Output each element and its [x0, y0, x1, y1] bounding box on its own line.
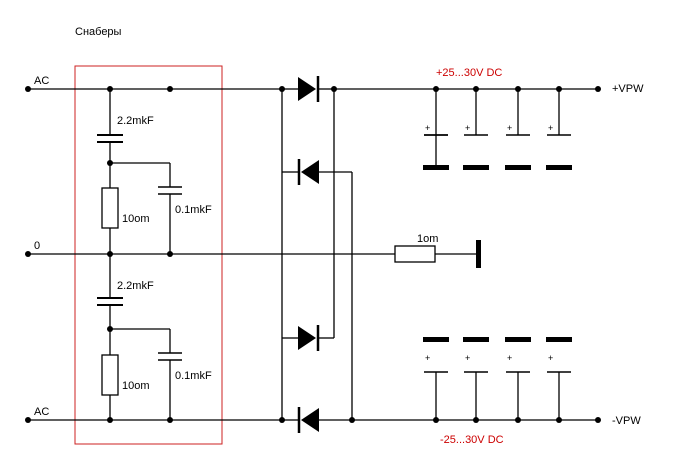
vpw-pos-label: +VPW [612, 83, 644, 95]
res-ground-label: 1om [417, 233, 438, 245]
neutral-line [25, 251, 395, 257]
plus-sign: + [548, 353, 553, 363]
snubber-bottom [97, 254, 182, 420]
ac-top-label: AC [34, 75, 49, 87]
resistor-bottom [101, 354, 119, 396]
negative-capacitor-bank [423, 337, 572, 420]
diode-d1 [298, 77, 316, 101]
res-bottom-label: 10om [122, 380, 150, 392]
plus-sign: + [465, 353, 470, 363]
plus-sign: + [507, 353, 512, 363]
plus-sign: + [425, 353, 430, 363]
plus-sign: + [548, 123, 553, 133]
ac-bottom-line [25, 417, 285, 423]
rail-neg-label: -25...30V DC [440, 434, 504, 446]
ground-resistor [394, 240, 481, 268]
cap-big-top-label: 2.2mkF [117, 115, 154, 127]
res-top-label: 10om [122, 213, 150, 225]
ac-bottom-label: AC [34, 406, 49, 418]
diode-d2 [301, 160, 319, 184]
negative-rail [352, 417, 601, 423]
snubber-title: Снаберы [75, 26, 122, 38]
cap-small-bottom-label: 0.1mkF [175, 370, 212, 382]
vpw-neg-label: -VPW [612, 415, 641, 427]
plus-sign: + [425, 123, 430, 133]
diode-d3 [298, 326, 316, 350]
positive-rail [334, 86, 601, 92]
neutral-label: 0 [34, 240, 40, 252]
plus-sign: + [465, 123, 470, 133]
ac-top-line [25, 86, 285, 92]
plus-sign: + [507, 123, 512, 133]
snubber-top [97, 89, 182, 254]
cap-big-bottom-label: 2.2mkF [117, 280, 154, 292]
snubber-box [74, 65, 223, 445]
diode-d4 [301, 408, 319, 432]
positive-capacitor-bank [423, 89, 572, 170]
cap-small-top-label: 0.1mkF [175, 204, 212, 216]
rail-pos-label: +25...30V DC [436, 67, 502, 79]
resistor-top [101, 187, 119, 229]
